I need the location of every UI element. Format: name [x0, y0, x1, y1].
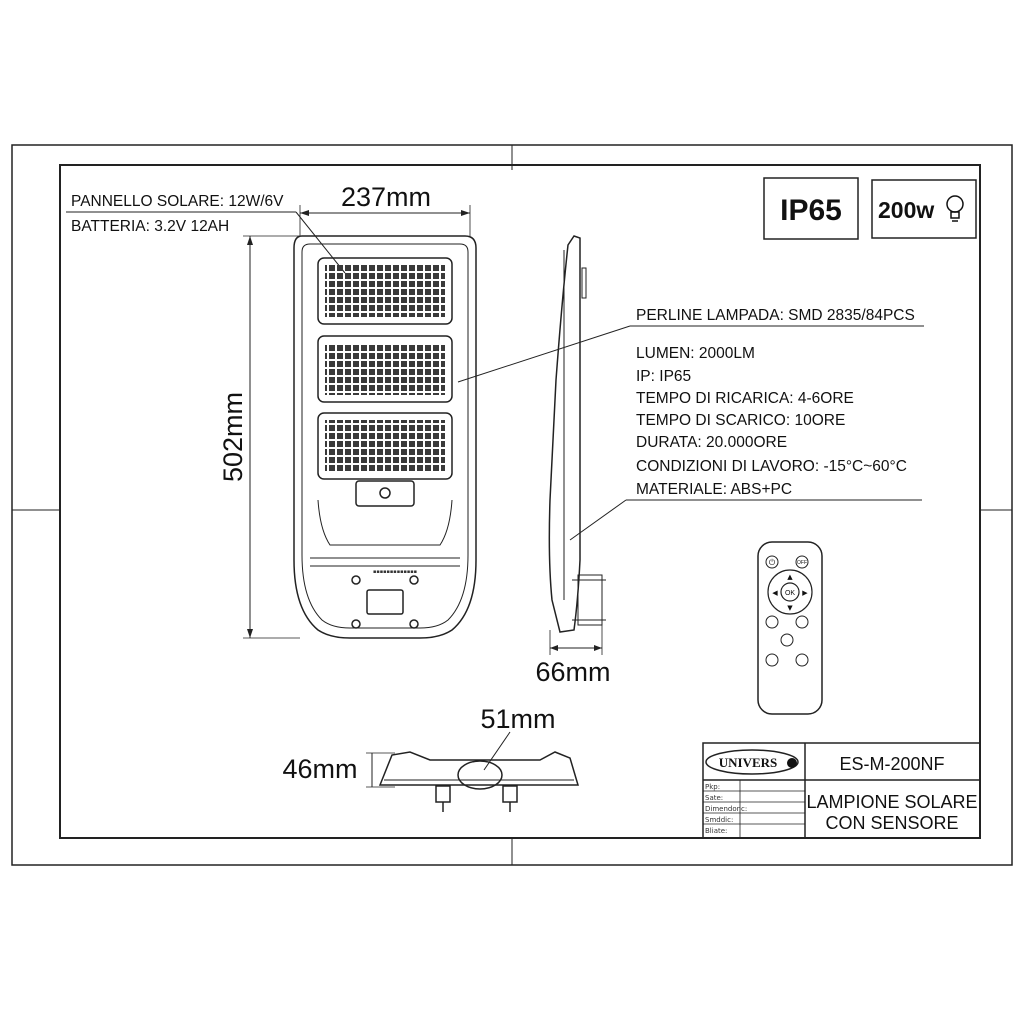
title-block [702, 742, 981, 839]
spec-material: MATERIALE: ABS+PC [636, 481, 792, 498]
led-beads-spec: PERLINE LAMPADA: SMD 2835/84PCS [636, 307, 915, 324]
lamp-side-view [548, 235, 606, 633]
lamp-brand-plate: ▪▪▪▪▪▪▪▪▪▪▪▪▪ [373, 569, 417, 575]
power-badge-box [871, 179, 977, 239]
spec-lifetime: DURATA: 20.000ORE [636, 434, 787, 451]
battery-spec: BATTERIA: 3.2V 12AH [71, 218, 229, 235]
arrow-up-icon: ▲ [787, 573, 793, 581]
spec-charge-time: TEMPO DI RICARICA: 4-6ORE [636, 390, 854, 407]
title-field: Dimendonc: [705, 805, 747, 813]
arrow-head [247, 236, 253, 245]
title-field: Smddic: [705, 816, 733, 824]
title-field: Bliate: [705, 827, 727, 835]
lamp-bottom-view [378, 751, 580, 812]
bulb-icon [946, 195, 964, 222]
remote-off-button: OFF [797, 560, 807, 566]
spec-ip: IP: IP65 [636, 368, 691, 385]
arrow-head [461, 210, 470, 216]
spec-lumen: LUMEN: 2000LM [636, 345, 755, 362]
led-module-middle [317, 335, 453, 403]
logo-dot [787, 758, 797, 768]
mount-width-dimension: 51mm [480, 704, 555, 734]
width-dimension: 237mm [341, 182, 431, 212]
led-module-top [317, 257, 453, 325]
company-logo: UNIVERS [719, 755, 778, 770]
power-badge: 200w [878, 197, 934, 223]
remote-control [757, 541, 823, 715]
product-description-line2: CON SENSORE [825, 813, 958, 833]
model-code: ES-M-200NF [839, 754, 944, 774]
ip-badge: IP65 [780, 194, 842, 227]
side-leader-line [569, 499, 627, 541]
arrow-head [300, 210, 309, 216]
arrow-right-icon: ▶ [802, 589, 808, 597]
height-dimension: 502mm [218, 392, 248, 482]
panel-leader-line [295, 211, 346, 274]
remote-ok-button: OK [785, 590, 795, 597]
product-description-line1: LAMPIONE SOLARE [806, 792, 977, 812]
led-leader-line [457, 325, 631, 383]
lamp-front-view [293, 235, 477, 639]
arrow-head [594, 645, 602, 651]
depth-dimension: 66mm [535, 657, 610, 687]
led-module-bottom [317, 412, 453, 480]
mount-height-dimension: 46mm [282, 754, 357, 784]
spec-working-conditions: CONDIZIONI DI LAVORO: -15°C~60°C [636, 458, 907, 475]
arrow-head [550, 645, 558, 651]
arrow-down-icon: ▼ [787, 604, 793, 612]
solar-panel-spec: PANNELLO SOLARE: 12W/6V [71, 193, 284, 210]
spec-discharge-time: TEMPO DI SCARICO: 10ORE [636, 412, 845, 429]
title-field: Sate: [705, 794, 723, 802]
power-icon: ⏻ [769, 558, 776, 567]
arrow-left-icon: ◀ [772, 589, 778, 597]
inner-frame [59, 164, 981, 839]
mount-width-leader [483, 731, 511, 771]
arrow-head [247, 629, 253, 638]
ip-badge-box [763, 177, 859, 240]
logo-ellipse [705, 749, 799, 775]
title-field: Pkp: [705, 783, 720, 791]
